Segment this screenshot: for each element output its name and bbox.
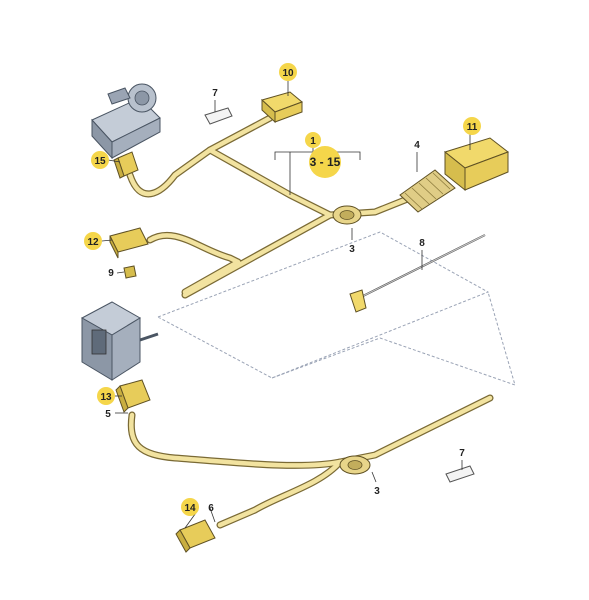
callout-3-lower: 3 [374,486,380,497]
callout-3-15: 3 - 15 [309,146,341,178]
callout-1: 1 [305,132,321,148]
callout-7-lower-label: 7 [459,448,465,459]
clip-7-upper [204,107,233,125]
callout-3-15-label: 3 - 15 [310,155,341,169]
callout-1-label: 1 [310,136,316,147]
connector-10 [261,91,303,124]
callout-3-upper-label: 3 [349,244,355,255]
lower-wiring-harness [127,394,494,529]
callout-13-label: 13 [100,392,112,403]
clip-7-lower [445,465,475,483]
callout-4-label: 4 [414,140,420,151]
callout-5-label: 5 [105,409,111,420]
callout-15-label: 15 [94,156,106,167]
callout-7-upper: 7 [212,88,218,99]
callout-14: 14 [181,498,199,516]
callout-3-upper: 3 [349,244,355,255]
connector-13 [115,379,151,413]
main-wiring-harness [126,114,414,299]
connector-12 [109,227,149,259]
callout-9-label: 9 [108,268,114,279]
connector-15 [113,151,139,179]
cable-tie-8 [349,234,486,313]
callout-8: 8 [419,238,425,249]
callout-7-upper-label: 7 [212,88,218,99]
callout-12-label: 12 [87,237,99,248]
callout-4: 4 [414,140,420,151]
callout-11: 11 [463,117,481,135]
lock-module [80,301,159,381]
callout-12: 12 [84,232,102,250]
callout-14-label: 14 [184,503,196,514]
clip-9 [123,265,137,279]
callout-3-lower-label: 3 [374,486,380,497]
callout-9: 9 [108,268,114,279]
callout-13: 13 [97,387,115,405]
callout-7-lower: 7 [459,448,465,459]
grommet-upper [332,205,362,225]
callout-5: 5 [105,409,111,420]
callout-10: 10 [279,63,297,81]
motor-unit [91,83,161,160]
callout-6-label: 6 [208,503,214,514]
corrugated-sleeve [399,169,456,213]
callout-15: 15 [91,151,109,169]
callout-8-label: 8 [419,238,425,249]
connector-14 [175,519,216,553]
grommet-lower [339,455,371,475]
connector-block-11 [443,137,510,192]
callout-10-label: 10 [282,68,294,79]
guide-frame [156,231,516,386]
callout-11-label: 11 [467,122,478,133]
callout-6: 6 [208,503,214,514]
